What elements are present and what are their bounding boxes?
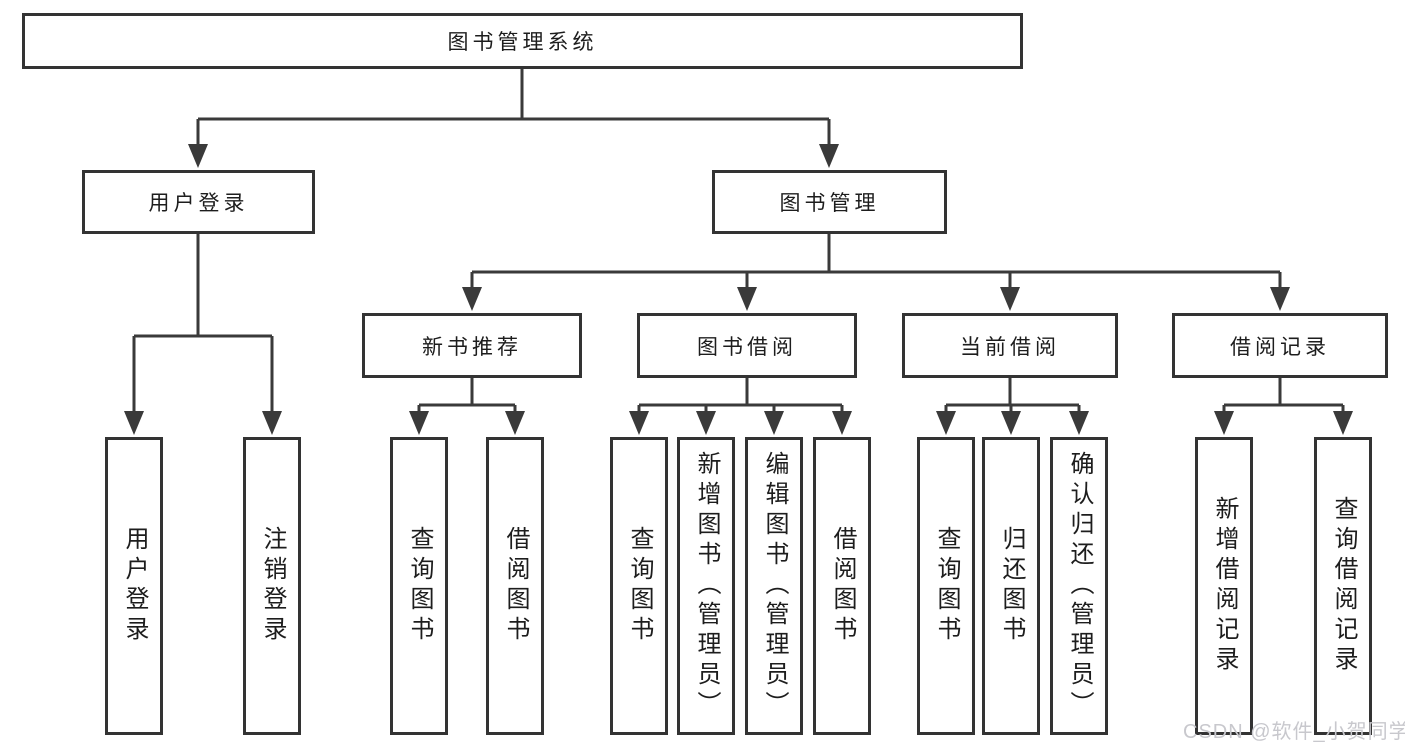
leaf-label: 新增图书（管理员） bbox=[693, 451, 720, 721]
leaf-label: 归还图书 bbox=[998, 526, 1025, 646]
leaf-label: 注销登录 bbox=[259, 526, 286, 646]
leaf-label: 查询图书 bbox=[933, 526, 960, 646]
leaf-return-book: 归还图书 bbox=[982, 437, 1040, 735]
leaf-query-books-2: 查询图书 bbox=[610, 437, 668, 735]
leaf-label: 查询借阅记录 bbox=[1330, 496, 1357, 676]
watermark: CSDN @软件_小贺同学 bbox=[1183, 721, 1405, 743]
leaf-confirm-return-admin: 确认归还（管理员） bbox=[1050, 437, 1108, 735]
node-label: 图书管理 bbox=[779, 192, 880, 215]
node-label: 图书借阅 bbox=[697, 335, 797, 359]
node-label: 借阅记录 bbox=[1230, 335, 1330, 359]
leaf-label: 借阅图书 bbox=[502, 526, 529, 646]
node-book-borrow: 图书借阅 bbox=[637, 313, 857, 378]
leaf-user-login: 用户登录 bbox=[105, 437, 163, 735]
node-label: 图书管理系统 bbox=[447, 31, 598, 54]
leaf-query-books-1: 查询图书 bbox=[390, 437, 448, 735]
node-current-borrow: 当前借阅 bbox=[902, 313, 1118, 378]
node-user-login: 用户登录 bbox=[82, 170, 315, 234]
leaf-label: 用户登录 bbox=[121, 526, 148, 646]
leaf-label: 查询图书 bbox=[626, 526, 653, 646]
node-label: 用户登录 bbox=[148, 192, 249, 215]
leaf-borrow-books-2: 借阅图书 bbox=[813, 437, 871, 735]
node-label: 新书推荐 bbox=[422, 335, 522, 359]
node-new-book-recommend: 新书推荐 bbox=[362, 313, 582, 378]
leaf-query-borrow-record: 查询借阅记录 bbox=[1314, 437, 1372, 735]
node-label: 当前借阅 bbox=[960, 335, 1060, 359]
leaf-borrow-books-1: 借阅图书 bbox=[486, 437, 544, 735]
leaf-label: 确认归还（管理员） bbox=[1066, 451, 1093, 721]
node-library-system: 图书管理系统 bbox=[22, 13, 1023, 69]
leaf-edit-book-admin: 编辑图书（管理员） bbox=[745, 437, 803, 735]
leaf-add-borrow-record: 新增借阅记录 bbox=[1195, 437, 1253, 735]
node-book-management: 图书管理 bbox=[712, 170, 947, 234]
leaf-query-books-3: 查询图书 bbox=[917, 437, 975, 735]
leaf-label: 编辑图书（管理员） bbox=[761, 451, 788, 721]
leaf-label: 新增借阅记录 bbox=[1211, 496, 1238, 676]
leaf-label: 查询图书 bbox=[406, 526, 433, 646]
leaf-logout: 注销登录 bbox=[243, 437, 301, 735]
leaf-add-book-admin: 新增图书（管理员） bbox=[677, 437, 735, 735]
leaf-label: 借阅图书 bbox=[829, 526, 856, 646]
node-borrow-records: 借阅记录 bbox=[1172, 313, 1388, 378]
